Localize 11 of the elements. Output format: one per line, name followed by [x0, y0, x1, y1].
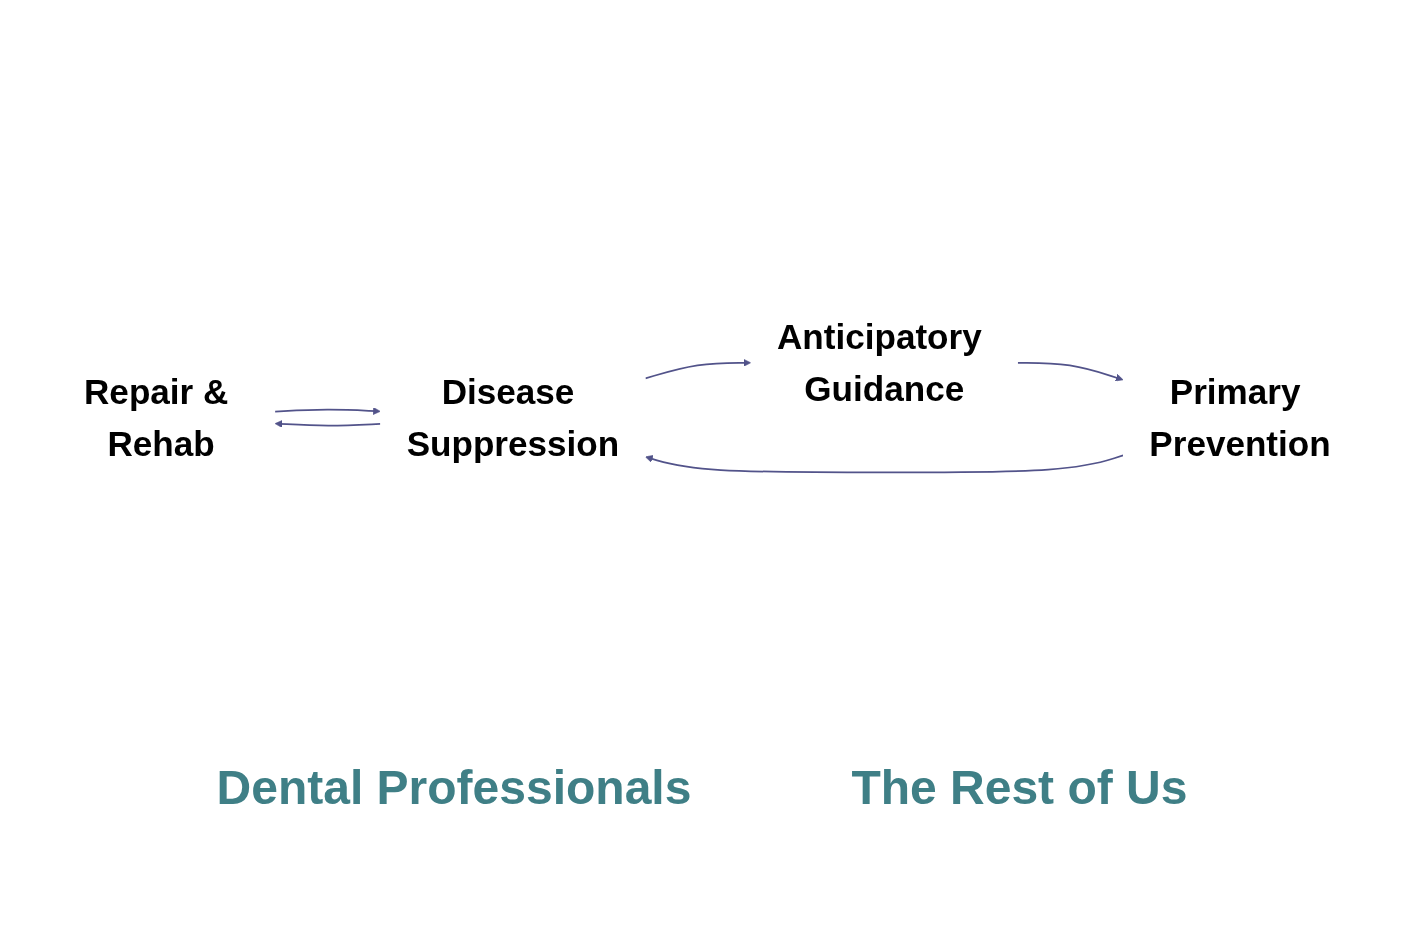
- arrow: [274, 406, 381, 415]
- caption-text: Dental Professionals: [216, 760, 692, 815]
- node-text: Disease Suppression: [406, 371, 620, 464]
- node-text: Anticipatory Guidance: [777, 316, 982, 409]
- arrow: [274, 419, 382, 428]
- arrow: [644, 358, 752, 380]
- arrow: [1016, 361, 1124, 382]
- node-text: Primary Prevention: [1149, 371, 1331, 464]
- node-text: Repair & Rehab: [84, 371, 229, 464]
- arrow: [645, 454, 1124, 474]
- caption-text: The Rest of Us: [851, 760, 1188, 815]
